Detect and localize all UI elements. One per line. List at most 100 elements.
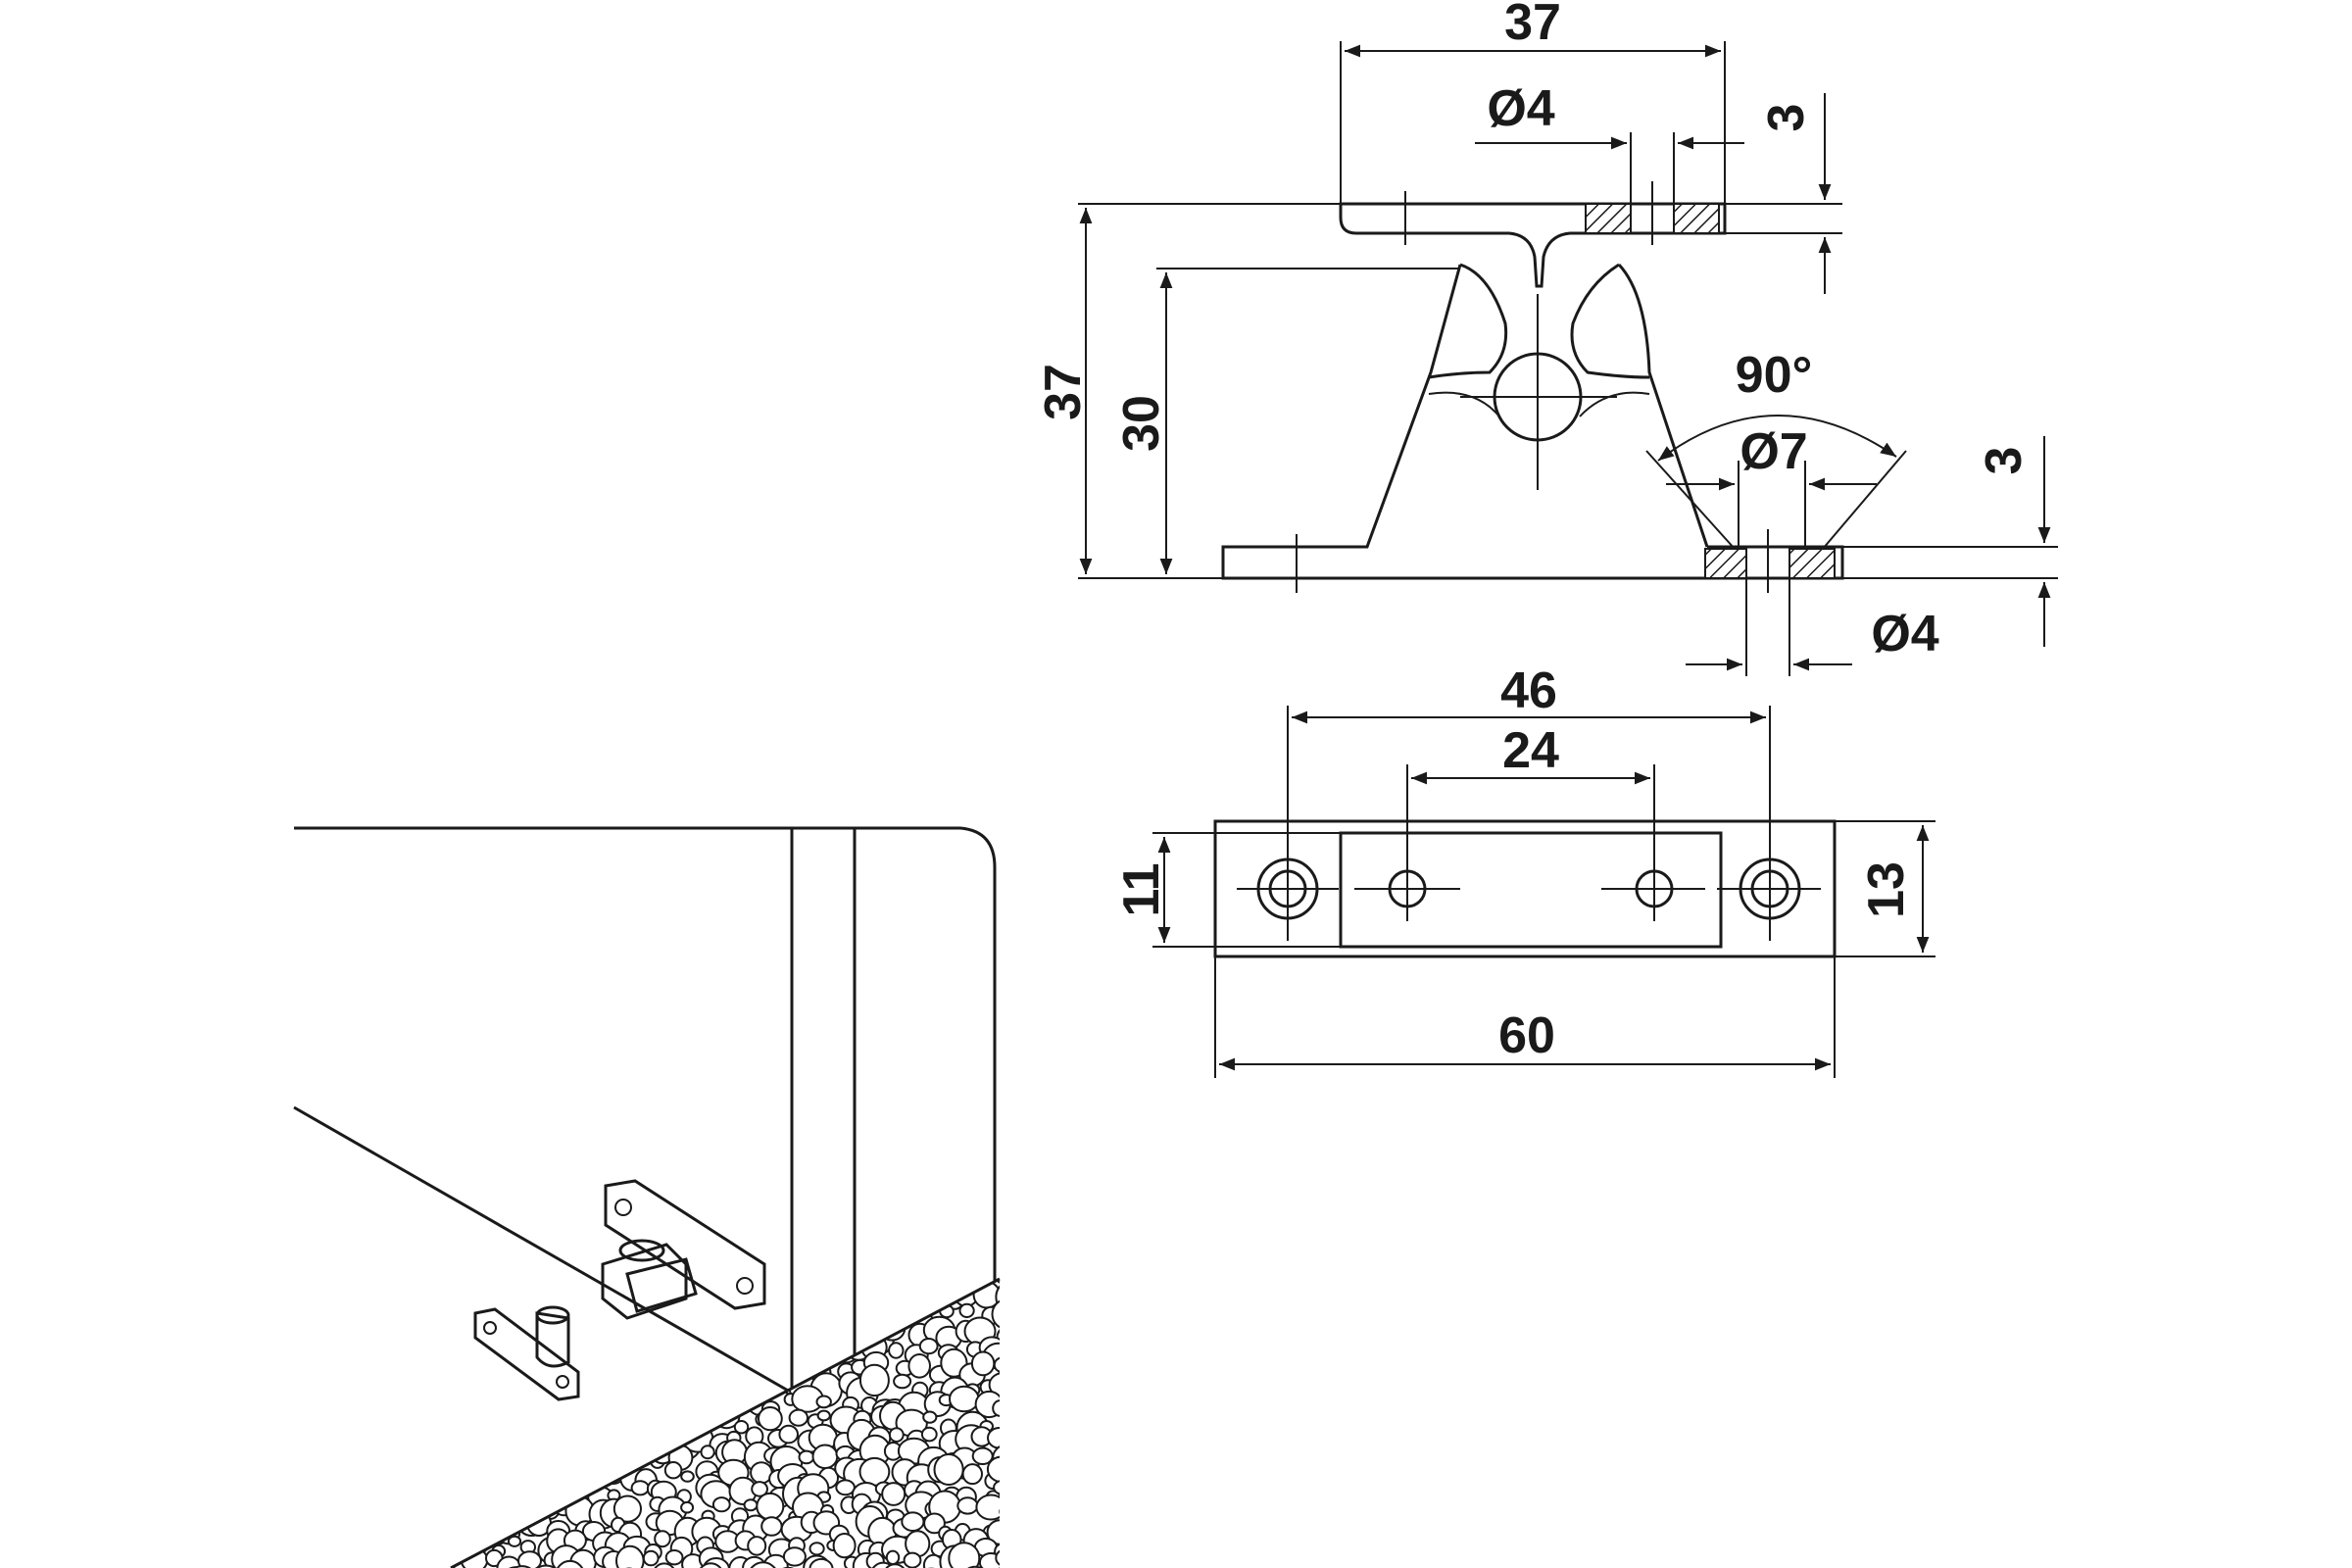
pebble — [816, 1300, 847, 1334]
pebble — [657, 1414, 684, 1442]
pebble — [451, 1282, 467, 1306]
pebble — [587, 1369, 619, 1401]
pebble — [958, 1302, 975, 1319]
pebble — [457, 1286, 483, 1308]
pebble — [698, 1411, 715, 1427]
pebble — [975, 1494, 1000, 1521]
pebble — [464, 1279, 487, 1288]
pebble — [451, 1359, 464, 1382]
pebble — [451, 1481, 466, 1496]
spring-clip-left — [1428, 263, 1508, 379]
pebble — [711, 1496, 731, 1513]
pebble — [901, 1511, 925, 1532]
pebble — [712, 1308, 732, 1326]
pebble — [756, 1492, 785, 1521]
pebble — [816, 1409, 831, 1422]
pebble — [485, 1492, 502, 1505]
pebble — [542, 1444, 560, 1460]
dim-angle: 90° — [1736, 347, 1813, 404]
pebble — [651, 1562, 677, 1568]
pebble — [590, 1328, 613, 1348]
pebble — [465, 1460, 497, 1492]
pebble — [751, 1481, 768, 1497]
pebble — [481, 1439, 497, 1451]
pebble — [961, 1463, 983, 1486]
pebble — [918, 1338, 939, 1355]
pebble — [920, 1426, 938, 1443]
pebble — [601, 1372, 624, 1394]
pebble — [995, 1547, 1000, 1568]
pebble — [554, 1413, 577, 1439]
pebble — [660, 1400, 676, 1416]
pebble — [530, 1279, 549, 1297]
catch-body-left — [1221, 264, 1462, 580]
pebble — [491, 1279, 518, 1293]
pebble — [555, 1559, 586, 1568]
pebble — [638, 1431, 653, 1446]
cabinet-illustration — [293, 826, 1001, 1568]
pebble — [483, 1377, 508, 1397]
pebble — [552, 1283, 570, 1301]
pebble — [996, 1324, 1000, 1350]
dim-top-hole: Ø4 — [1487, 80, 1554, 137]
top-plate-hatch-right — [1673, 203, 1720, 234]
pebble — [475, 1409, 500, 1434]
pebble — [680, 1411, 706, 1439]
pebble — [601, 1397, 625, 1422]
pebble — [478, 1279, 505, 1292]
pebble — [894, 1279, 911, 1294]
plan-view: 46 24 11 13 60 — [1113, 662, 1936, 1078]
bottom-plate — [1450, 545, 1844, 580]
pebble — [663, 1461, 683, 1480]
pebble — [697, 1562, 724, 1568]
pebble — [451, 1523, 471, 1542]
pebble — [462, 1436, 480, 1451]
pebble — [619, 1365, 652, 1398]
pebble — [529, 1564, 563, 1568]
pebble — [970, 1350, 996, 1377]
pebble — [496, 1478, 529, 1514]
pebble — [587, 1362, 605, 1380]
pebble — [604, 1325, 637, 1354]
bottom-plate-hatch-left — [1704, 548, 1747, 579]
pebble — [635, 1316, 666, 1348]
pebble — [620, 1424, 644, 1446]
pebble — [669, 1358, 702, 1389]
pebble — [458, 1411, 484, 1439]
cabinet-corner-icon — [294, 826, 997, 1568]
pebble — [622, 1329, 643, 1349]
pebble — [504, 1495, 523, 1513]
pebble — [808, 1542, 825, 1556]
pebble — [666, 1394, 699, 1427]
pebble — [467, 1481, 487, 1501]
pebble — [758, 1406, 783, 1432]
pebble — [795, 1311, 812, 1331]
catch-striker-part-icon — [473, 1305, 580, 1401]
pebble — [567, 1287, 591, 1311]
pebble — [622, 1409, 639, 1424]
pebble — [986, 1519, 1000, 1545]
pebble — [549, 1422, 572, 1446]
pebble — [499, 1459, 528, 1484]
pebble — [612, 1494, 643, 1523]
pebble — [743, 1498, 759, 1512]
pebble — [836, 1319, 856, 1338]
dim-hole-spacing-inner: 24 — [1502, 722, 1559, 779]
pebble — [798, 1449, 815, 1465]
pebble — [586, 1338, 602, 1353]
pebble — [750, 1309, 764, 1322]
pebble — [569, 1454, 601, 1483]
pebble — [772, 1315, 800, 1340]
pebble — [754, 1355, 784, 1382]
pebble — [602, 1279, 627, 1289]
pebble — [655, 1279, 681, 1298]
pebble — [598, 1447, 623, 1471]
pebble — [676, 1375, 708, 1407]
pebble — [721, 1329, 736, 1342]
pebble — [566, 1425, 595, 1448]
dim-overall-height: 37 — [1035, 364, 1092, 420]
pebble — [580, 1413, 609, 1437]
pebble — [654, 1530, 671, 1548]
pebble — [451, 1448, 466, 1468]
pebble — [888, 1342, 905, 1359]
